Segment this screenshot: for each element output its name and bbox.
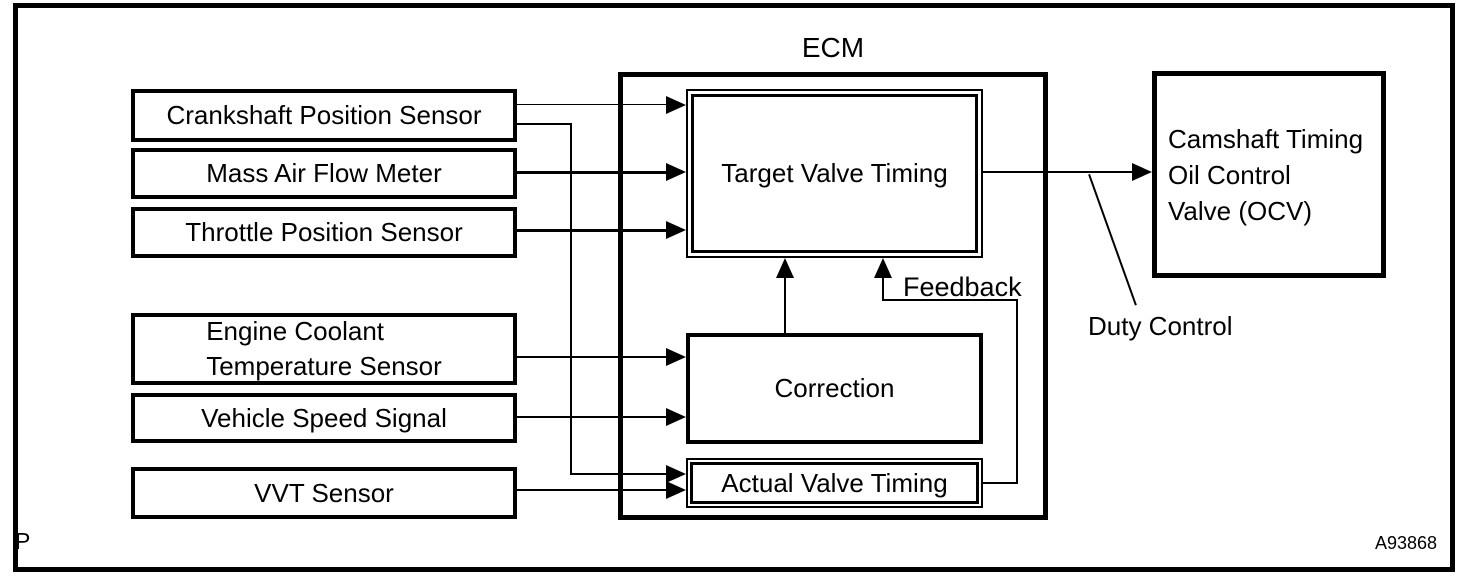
connector-crankshaft-to-actual-seg1 bbox=[517, 123, 572, 125]
arrowhead-ecm-to-ocv bbox=[1132, 163, 1152, 181]
connector-ect-to-correction bbox=[517, 356, 666, 358]
ocv-label-line3: Valve (OCV) bbox=[1168, 195, 1312, 226]
arrowhead-throttle-to-target bbox=[666, 221, 686, 239]
ocv-label-line2: Oil Control bbox=[1168, 159, 1291, 190]
input-label: VVT Sensor bbox=[254, 477, 394, 508]
block-label: Correction bbox=[774, 373, 895, 403]
block-label: Target Valve Timing bbox=[721, 158, 948, 188]
input-label: Vehicle Speed Signal bbox=[201, 402, 447, 433]
connector-feedback-seg2 bbox=[1016, 299, 1018, 484]
actual-valve-timing-box: Actual Valve Timing bbox=[686, 458, 983, 508]
connector-ecm-to-ocv bbox=[983, 171, 1132, 173]
connector-crankshaft-to-actual-seg2 bbox=[570, 123, 572, 475]
input-box-throttle-position-sensor: Throttle Position Sensor bbox=[131, 207, 517, 258]
connector-vss-to-correction bbox=[517, 416, 666, 418]
input-label: Crankshaft Position Sensor bbox=[166, 100, 482, 130]
connector-feedback-seg1 bbox=[983, 482, 1018, 484]
connector-maf-to-target bbox=[517, 171, 666, 174]
arrowhead-crankshaft-to-actual bbox=[666, 465, 686, 483]
arrowhead-crankshaft-to-target bbox=[666, 96, 686, 114]
input-box-mass-air-flow-meter: Mass Air Flow Meter bbox=[131, 148, 517, 199]
arrowhead-ect-to-correction bbox=[666, 348, 686, 366]
connector-correction-to-target bbox=[784, 278, 786, 333]
ocv-box: Camshaft Timing Oil Control Valve (OCV) bbox=[1152, 71, 1386, 278]
connector-vvt-to-actual bbox=[517, 489, 666, 491]
input-label: Mass Air Flow Meter bbox=[206, 158, 442, 188]
input-label-line2: Temperature Sensor bbox=[206, 351, 442, 381]
arrowhead-correction-to-target bbox=[776, 258, 794, 278]
arrowhead-feedback-to-target bbox=[874, 258, 892, 278]
target-valve-timing-box: Target Valve Timing bbox=[686, 89, 983, 258]
ocv-label-line1: Camshaft Timing bbox=[1168, 123, 1364, 154]
diagram-border bbox=[13, 3, 1455, 572]
connector-feedback-seg3 bbox=[882, 299, 1018, 301]
connector-crankshaft-to-actual-seg3 bbox=[570, 473, 666, 475]
arrowhead-vss-to-correction bbox=[666, 408, 686, 426]
arrowhead-vvt-to-actual bbox=[666, 481, 686, 499]
connector-feedback-seg4 bbox=[882, 278, 884, 301]
input-box-vehicle-speed-signal: Vehicle Speed Signal bbox=[131, 393, 517, 443]
input-label-line1: Engine Coolant bbox=[206, 316, 385, 346]
duty-control-label: Duty Control bbox=[1088, 311, 1233, 341]
input-box-vvt-sensor: VVT Sensor bbox=[131, 467, 517, 519]
correction-box: Correction bbox=[686, 333, 983, 444]
block-label: Actual Valve Timing bbox=[721, 467, 948, 498]
connector-crankshaft-to-target bbox=[517, 104, 666, 105]
page-marker: P bbox=[15, 528, 31, 554]
connector-throttle-to-target bbox=[517, 229, 666, 232]
input-label: Throttle Position Sensor bbox=[185, 217, 463, 247]
input-box-engine-coolant-temperature-sensor: Engine Coolant Temperature Sensor bbox=[131, 313, 517, 385]
input-box-crankshaft-position-sensor: Crankshaft Position Sensor bbox=[131, 89, 517, 142]
figure-id: A93868 bbox=[1374, 533, 1437, 553]
feedback-label: Feedback bbox=[903, 272, 1022, 302]
ecm-title: ECM bbox=[801, 32, 865, 63]
arrowhead-maf-to-target bbox=[666, 163, 686, 181]
